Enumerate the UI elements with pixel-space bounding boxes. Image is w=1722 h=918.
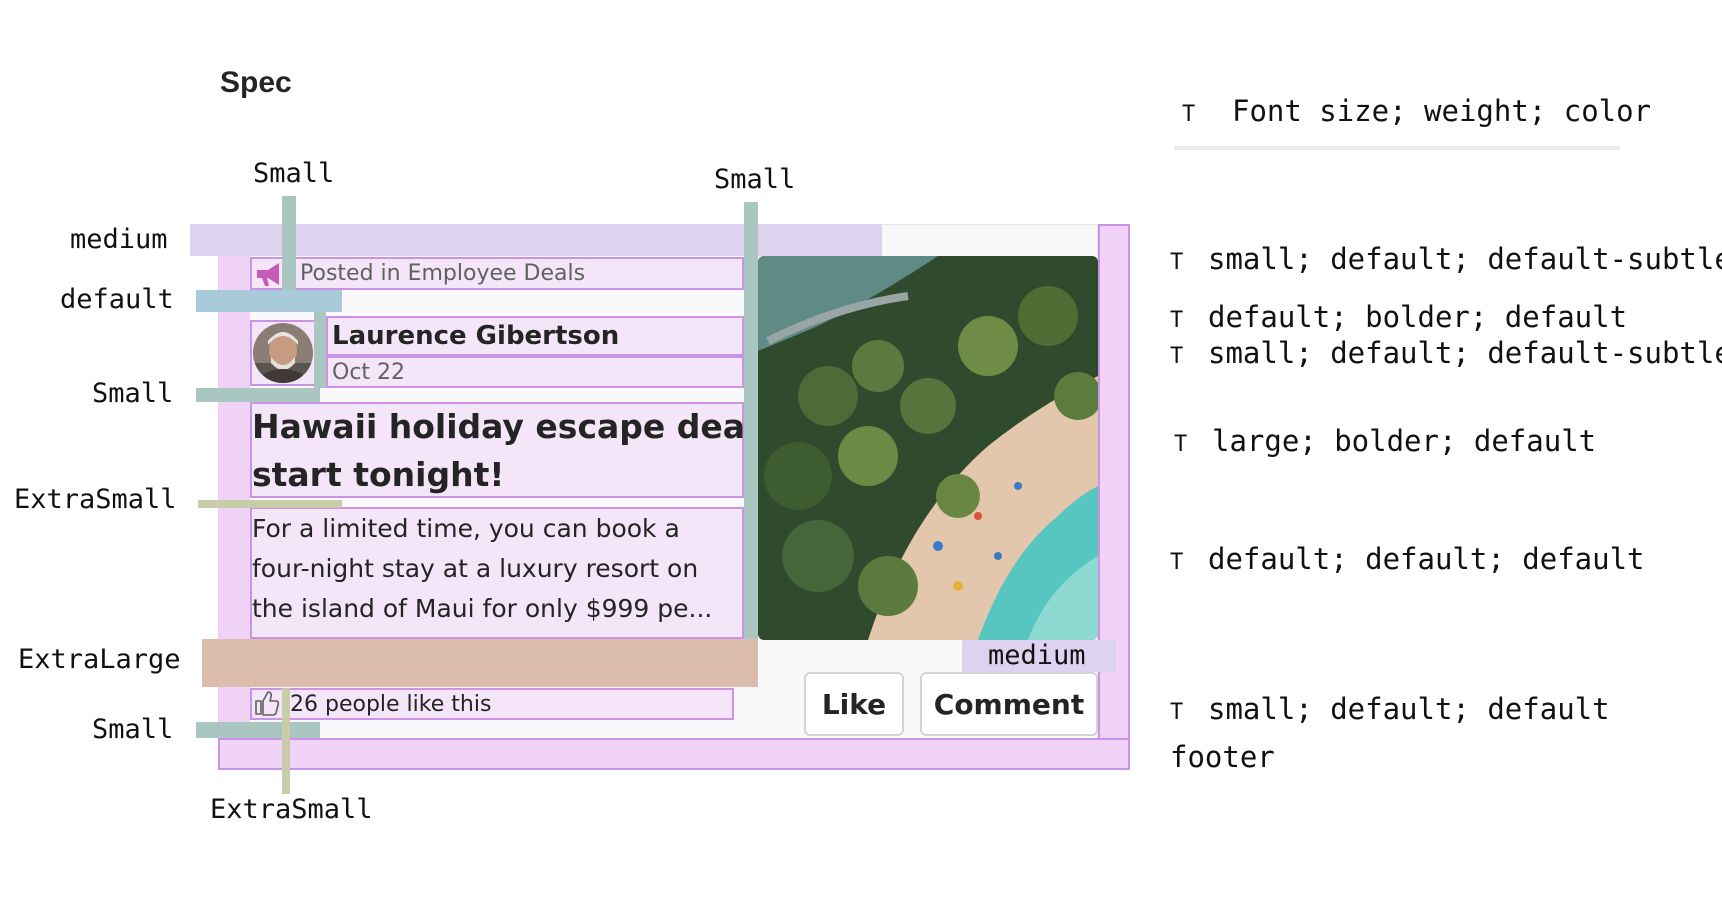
label-small-left-2: Small — [92, 714, 174, 745]
likes-count: 26 people like this — [290, 692, 492, 717]
text-style-icon: T — [1170, 250, 1184, 275]
hero-image — [758, 256, 1098, 640]
text-style-icon: T — [1170, 344, 1184, 369]
thumbs-up-icon[interactable] — [252, 688, 282, 718]
headline-line-2: start tonight! — [252, 455, 505, 494]
like-button[interactable]: Like — [804, 672, 904, 736]
body-line-3: the island of Maui for only $999 pe... — [252, 594, 713, 623]
posted-in-row — [250, 257, 744, 290]
spacing-medium-right — [962, 640, 1116, 672]
label-medium-left: medium — [70, 224, 168, 255]
likes-row — [250, 688, 734, 720]
spacing-small-avatar-gap — [314, 312, 326, 388]
spacing-extrasmall-vertical — [282, 688, 290, 794]
avatar[interactable] — [253, 323, 313, 383]
text-style-icon: T — [1170, 308, 1184, 333]
text-style-icon: T — [1170, 550, 1184, 575]
headline-box — [250, 402, 744, 498]
comment-button[interactable]: Comment — [920, 672, 1098, 736]
text-style-icon: T — [1182, 102, 1196, 127]
label-default-left: default — [60, 284, 174, 315]
body-box — [250, 507, 744, 639]
text-style-icon: T — [1174, 432, 1188, 457]
legend-header-text: Font size; weight; color — [1232, 94, 1652, 128]
label-small-left-1: Small — [92, 378, 174, 409]
legend-header: T Font size; weight; color — [1182, 94, 1651, 128]
spacing-small-header-gap — [282, 196, 296, 290]
author-name[interactable]: Laurence Gibertson — [332, 321, 620, 351]
label-extrasmall-bottom: ExtraSmall — [210, 794, 373, 825]
spacing-extrasmall-bar — [198, 500, 342, 508]
posted-in-label: Posted in Employee Deals — [300, 261, 586, 286]
author-row — [326, 316, 744, 356]
headline-line-1: Hawaii holiday escape deals — [252, 407, 776, 446]
spacing-small-column-gap — [744, 202, 758, 640]
label-small-top-center: Small — [714, 164, 796, 195]
label-small-top-left: Small — [253, 158, 335, 189]
legend-divider — [1174, 146, 1620, 150]
post-date: Oct 22 — [332, 360, 406, 385]
date-row — [326, 356, 744, 388]
label-medium-right: medium — [988, 640, 1086, 671]
spacing-extralarge — [202, 639, 758, 687]
legend-footer: footer — [1170, 740, 1275, 774]
spacing-medium-top — [190, 224, 882, 256]
label-extrasmall-left: ExtraSmall — [14, 484, 177, 515]
label-extralarge-left: ExtraLarge — [18, 644, 181, 675]
spacing-small-bar-2 — [196, 722, 320, 738]
spacing-default-bar — [196, 290, 342, 312]
spacing-small-bar-1 — [196, 388, 320, 402]
card-footer-padding — [218, 738, 1130, 770]
megaphone-icon — [254, 260, 284, 288]
body-line-1: For a limited time, you can book a — [252, 514, 680, 543]
text-style-icon: T — [1170, 700, 1184, 725]
spec-title: Spec — [220, 66, 292, 99]
body-line-2: four-night stay at a luxury resort on — [252, 554, 699, 583]
